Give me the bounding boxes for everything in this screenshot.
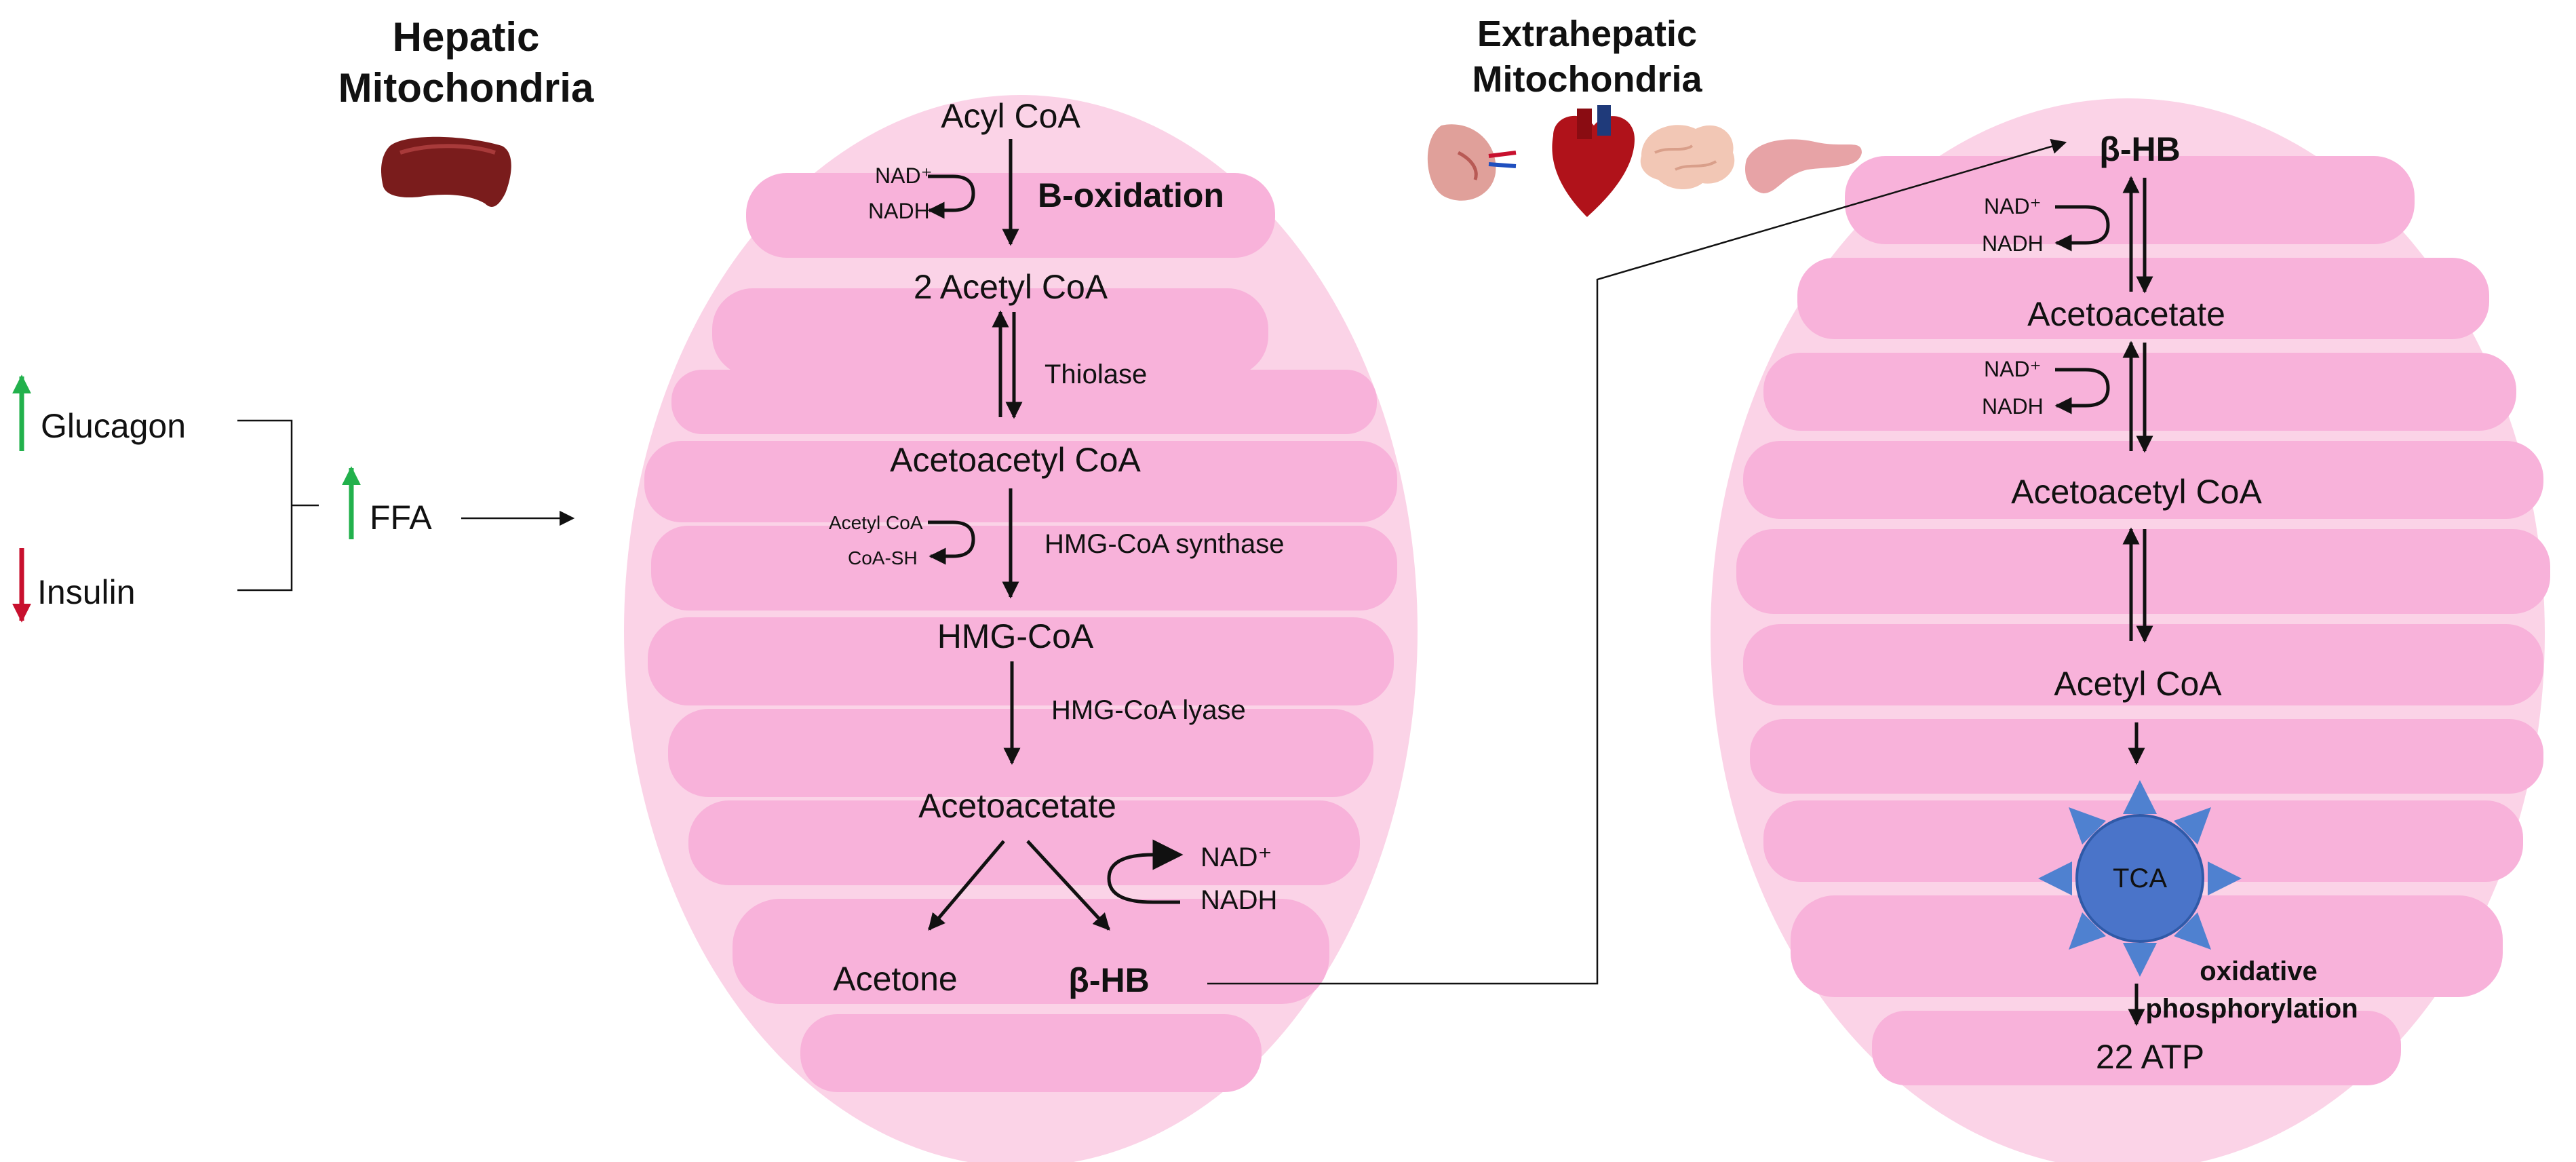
liver-cofactor-loop [928, 520, 975, 565]
oxphos-line1: oxidative [2200, 956, 2317, 986]
tissue-redox-2 [2054, 368, 2110, 414]
extrahepatic-title-line2: Mitochondria [1472, 59, 1703, 100]
hepatic-mitochondrion [624, 95, 1418, 1162]
tissue-nadh-1: NADH [1982, 231, 2044, 256]
liver-redox-2 [1107, 839, 1184, 904]
liver-coa-sh: CoA-SH [848, 547, 918, 568]
insulin-label: Insulin [37, 573, 136, 611]
tca-label: TCA [2113, 864, 2167, 893]
glucagon-label: Glucagon [41, 407, 186, 445]
tissue-nad-1: NAD⁺ [1984, 194, 2041, 218]
liver-acetoacetyl-coa: Acetoacetyl CoA [890, 441, 1141, 479]
tissue-nad-2: NAD⁺ [1984, 357, 2041, 381]
tissue-redox-1 [2054, 205, 2110, 252]
kidney-icon [1427, 124, 1517, 201]
tca-cycle: TCA [2038, 780, 2242, 977]
liver-icon [381, 136, 511, 207]
to-acetone-arrow [928, 840, 1005, 931]
liver-nadh-1: NADH [868, 199, 930, 223]
glucagon-up: Glucagon [12, 374, 186, 451]
liver-acetoacetate: Acetoacetate [918, 787, 1116, 825]
hepatic-title-line2: Mitochondria [338, 65, 594, 111]
regulation-bracket [237, 419, 319, 592]
insulin-down: Insulin [12, 548, 136, 623]
ffa-up: FFA [342, 466, 432, 539]
thiolase-label: Thiolase [1045, 360, 1147, 389]
heart-icon [1552, 105, 1635, 217]
brain-icon [1640, 125, 1735, 190]
liver-redox-1 [927, 174, 975, 219]
ffa-label: FFA [370, 499, 432, 537]
liver-2-acetyl-coa: 2 Acetyl CoA [914, 268, 1108, 306]
pancreas-icon [1744, 139, 1862, 193]
tissue-acetoacetyl-coa: Acetoacetyl CoA [2011, 473, 2262, 511]
cristae [644, 173, 1397, 1092]
tca-circle [2075, 814, 2204, 943]
liver-nadh-2: NADH [1201, 885, 1277, 915]
tca-star-rays [2038, 780, 2242, 977]
liver-acyl-coa: Acyl CoA [941, 97, 1080, 135]
hepatic-title-line1: Hepatic [393, 14, 540, 60]
tissue-bhb: β-HB [2099, 130, 2180, 168]
bhb-transport-arrow [1207, 138, 2067, 985]
tissue-atp: 22 ATP [2096, 1038, 2204, 1076]
oxphos-line2: phosphorylation [2145, 994, 2358, 1024]
to-bhb-arrow [1026, 840, 1110, 931]
b-oxidation-label: B-oxidation [1038, 176, 1224, 214]
liver-acetyl-coa-in: Acetyl CoA [829, 512, 923, 533]
hmg-lyase-label: HMG-CoA lyase [1051, 695, 1246, 725]
liver-hmg-coa: HMG-CoA [937, 617, 1094, 655]
liver-nad-2: NAD⁺ [1201, 843, 1272, 872]
tissue-acetoacetate: Acetoacetate [2027, 295, 2225, 333]
hmg-synthase-label: HMG-CoA synthase [1045, 529, 1284, 559]
liver-acetone: Acetone [833, 960, 957, 998]
tissue-acetyl-coa: Acetyl CoA [2054, 665, 2222, 703]
liver-nad-1: NAD⁺ [875, 163, 932, 188]
extrahepatic-title-line1: Extrahepatic [1477, 14, 1697, 54]
liver-bhb: β-HB [1068, 961, 1149, 999]
extrahepatic-mitochondrion [1711, 98, 2550, 1162]
tissue-nadh-2: NADH [1982, 394, 2044, 419]
